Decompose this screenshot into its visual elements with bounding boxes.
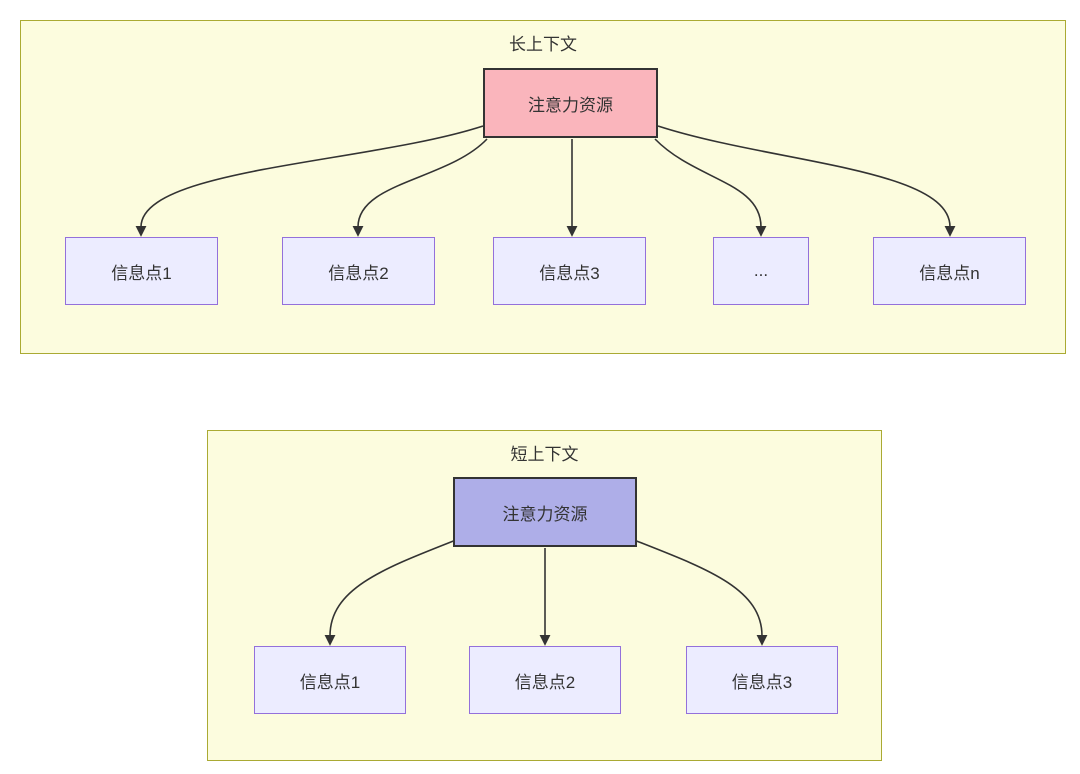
attention-resource-label-short: 注意力资源 (502, 504, 588, 524)
info-point-2-short: 信息点2 (469, 646, 621, 714)
info-point-label: 信息点1 (299, 672, 361, 692)
info-point-3-long: 信息点3 (493, 237, 646, 305)
info-point-label: 信息点2 (328, 263, 389, 283)
info-point-1-short: 信息点1 (254, 646, 406, 714)
info-point-label: ... (753, 261, 769, 280)
attention-resource-node-long: 注意力资源 (483, 68, 658, 138)
info-point-n-long: 信息点n (873, 237, 1026, 305)
attention-resource-node-short: 注意力资源 (453, 477, 637, 547)
info-point-label: 信息点3 (731, 672, 793, 692)
info-point-label: 信息点n (919, 263, 980, 283)
info-point-label: 信息点2 (514, 672, 576, 692)
long-context-title: 长上下文 (509, 35, 577, 54)
info-point-1-long: 信息点1 (65, 237, 218, 305)
info-point-ellipsis-long: ... (713, 237, 809, 305)
attention-resource-label-long: 注意力资源 (528, 95, 613, 115)
info-point-label: 信息点1 (111, 263, 172, 283)
short-context-title: 短上下文 (510, 445, 579, 464)
info-point-2-long: 信息点2 (282, 237, 435, 305)
info-point-label: 信息点3 (539, 263, 600, 283)
info-point-3-short: 信息点3 (686, 646, 838, 714)
